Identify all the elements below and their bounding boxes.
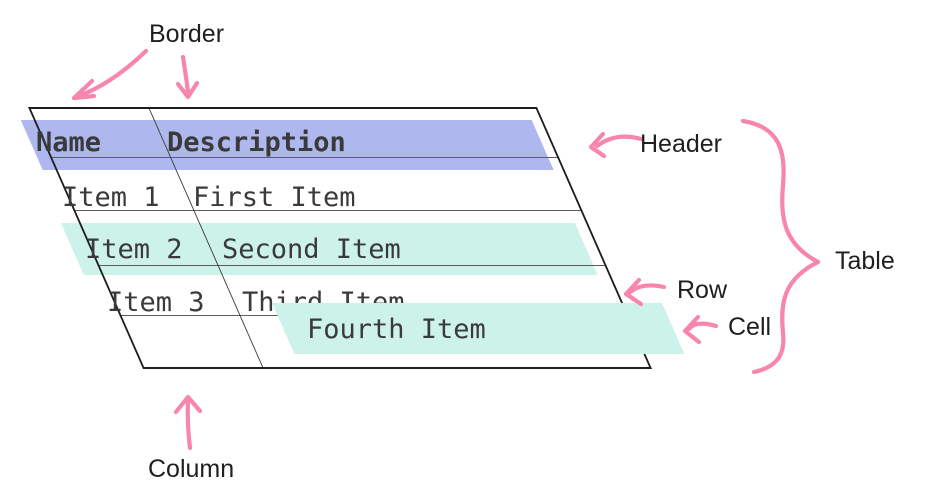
label-cell: Cell	[728, 313, 772, 341]
cell-row3-name: Item 3	[107, 287, 205, 318]
cell-row1-description: First Item	[193, 182, 356, 213]
header-cell-description: Description	[167, 127, 346, 158]
column-arrow	[173, 394, 203, 451]
label-header: Header	[640, 130, 722, 158]
cell-arrow	[682, 314, 719, 345]
cell-row4-description: Fourth Item	[307, 314, 486, 345]
label-column: Column	[148, 455, 235, 483]
label-table: Table	[835, 247, 895, 275]
label-border: Border	[149, 20, 225, 48]
cell-row1-name: Item 1	[62, 182, 160, 213]
header-arrow	[588, 131, 644, 159]
label-row: Row	[677, 276, 728, 304]
border-arrow-curved	[71, 48, 149, 101]
row-arrow	[623, 277, 667, 307]
cell-row2-name: Item 2	[85, 234, 183, 265]
cell-row2-description: Second Item	[222, 234, 401, 265]
header-cell-name: Name	[36, 127, 102, 158]
border-arrow-down	[175, 54, 200, 100]
